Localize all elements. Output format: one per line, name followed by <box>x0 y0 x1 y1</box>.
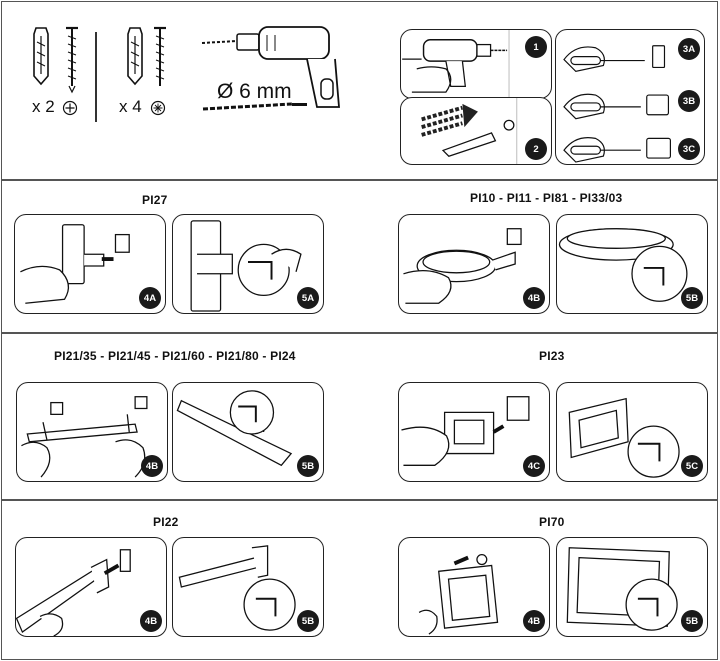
step-panel: 4B <box>15 537 167 637</box>
step-badge: 4C <box>523 455 545 477</box>
mounting-section-3: PI22 PI70 4B <box>1 500 718 660</box>
step-panel: 5A <box>172 214 324 314</box>
step-badge: 4B <box>141 455 163 477</box>
step-badge: 4B <box>140 610 162 632</box>
step-badge: 4B <box>523 287 545 309</box>
drill-size-label: Ø 6 mm <box>217 80 292 103</box>
phillips-screw-head-icon <box>62 100 78 116</box>
product-group-title: PI10 - PI11 - PI81 - PI33/03 <box>470 191 623 205</box>
step-badge: 5B <box>681 610 703 632</box>
step-panel-3: 3A 3B 3C <box>555 29 705 165</box>
step-badge: 5B <box>681 287 703 309</box>
product-group-title: PI21/35 - PI21/45 - PI21/60 - PI21/80 - … <box>54 349 296 363</box>
wall-plug-screw-icon <box>127 26 166 86</box>
step-panel: 4A <box>14 214 166 314</box>
step-badge-2: 2 <box>525 138 547 160</box>
wall-plug-screw-icon <box>33 26 78 94</box>
product-group-title: PI27 <box>142 193 168 207</box>
mounting-section-1: PI27 PI10 - PI11 - PI81 - PI33/03 4A <box>1 180 718 333</box>
product-group-title: PI23 <box>539 349 565 363</box>
step-panel: 5B <box>172 382 324 482</box>
step-panel: 5B <box>556 537 708 637</box>
mounting-section-2: PI21/35 - PI21/45 - PI21/60 - PI21/80 - … <box>1 333 718 500</box>
quantity-label-right: x 4 <box>119 97 142 116</box>
step-panel: 5C <box>556 382 708 482</box>
step-badge: 5B <box>297 610 319 632</box>
step-panel: 4B <box>16 382 168 482</box>
step-panel: 4B <box>398 214 550 314</box>
quantity-label-left: x 2 <box>32 97 55 116</box>
divider <box>95 32 97 122</box>
step-badge: 5A <box>297 287 319 309</box>
product-group-title: PI22 <box>153 515 179 529</box>
step-panel: 4B <box>398 537 550 637</box>
step-badge: 4B <box>523 610 545 632</box>
hex-screw-head-icon <box>150 100 166 116</box>
step-badge: 5C <box>681 455 703 477</box>
step-badge: 5B <box>297 455 319 477</box>
step-badge: 4A <box>139 287 161 309</box>
step-badge-3b: 3B <box>678 90 700 112</box>
step-panel-1: 1 <box>400 29 552 99</box>
step-badge-3c: 3C <box>678 138 700 160</box>
hardware-section: x 2 x 4 <box>1 1 718 180</box>
step-badge-3a: 3A <box>678 38 700 60</box>
product-group-title: PI70 <box>539 515 565 529</box>
step-panel: 5B <box>172 537 324 637</box>
step-panel: 5B <box>556 214 708 314</box>
step-panel-2: 2 <box>400 97 552 165</box>
step-panel: 4C <box>398 382 550 482</box>
step-badge-1: 1 <box>525 36 547 58</box>
drill-icon <box>201 26 340 111</box>
